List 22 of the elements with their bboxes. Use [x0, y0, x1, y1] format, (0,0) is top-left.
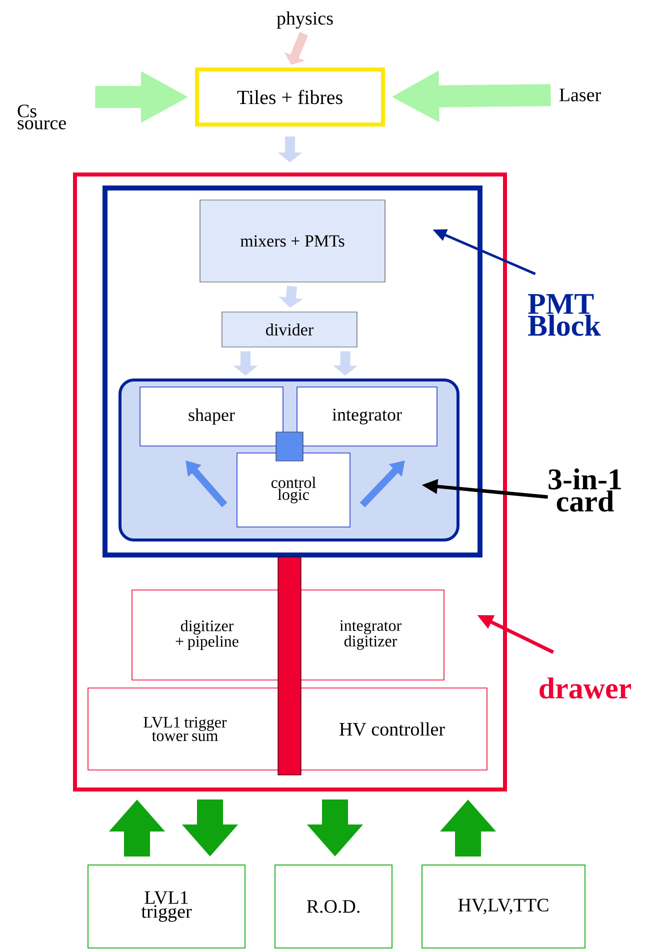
interface-box: HV,LV,TTC: [422, 864, 586, 948]
connector-square: [276, 432, 304, 462]
process-box: LVL1 trigger tower sum: [88, 688, 282, 770]
process-box: HV controller: [296, 688, 488, 770]
detector-box: Tiles + fibres: [195, 68, 385, 126]
process-box: integrator digitizer: [296, 590, 444, 680]
source-label: Laser: [559, 88, 601, 102]
callout-label: 3-in-1 card: [548, 468, 621, 512]
process-box: divider: [222, 312, 358, 348]
process-box: shaper: [140, 386, 284, 446]
process-box: control logic: [236, 452, 350, 528]
bus-bar: [278, 556, 302, 776]
callout-label: drawer: [540, 677, 631, 699]
callout-label: PMT Block: [528, 294, 601, 336]
interface-box: R.O.D.: [274, 864, 392, 948]
drawer-frame: [73, 172, 507, 792]
source-label: physics: [276, 11, 333, 29]
source-label: Cs source: [18, 104, 66, 130]
process-box: mixers + PMTs: [200, 200, 386, 282]
process-box: integrator: [296, 386, 438, 446]
interface-box: LVL1 trigger: [88, 864, 246, 948]
process-box: digitizer + pipeline: [132, 590, 282, 680]
